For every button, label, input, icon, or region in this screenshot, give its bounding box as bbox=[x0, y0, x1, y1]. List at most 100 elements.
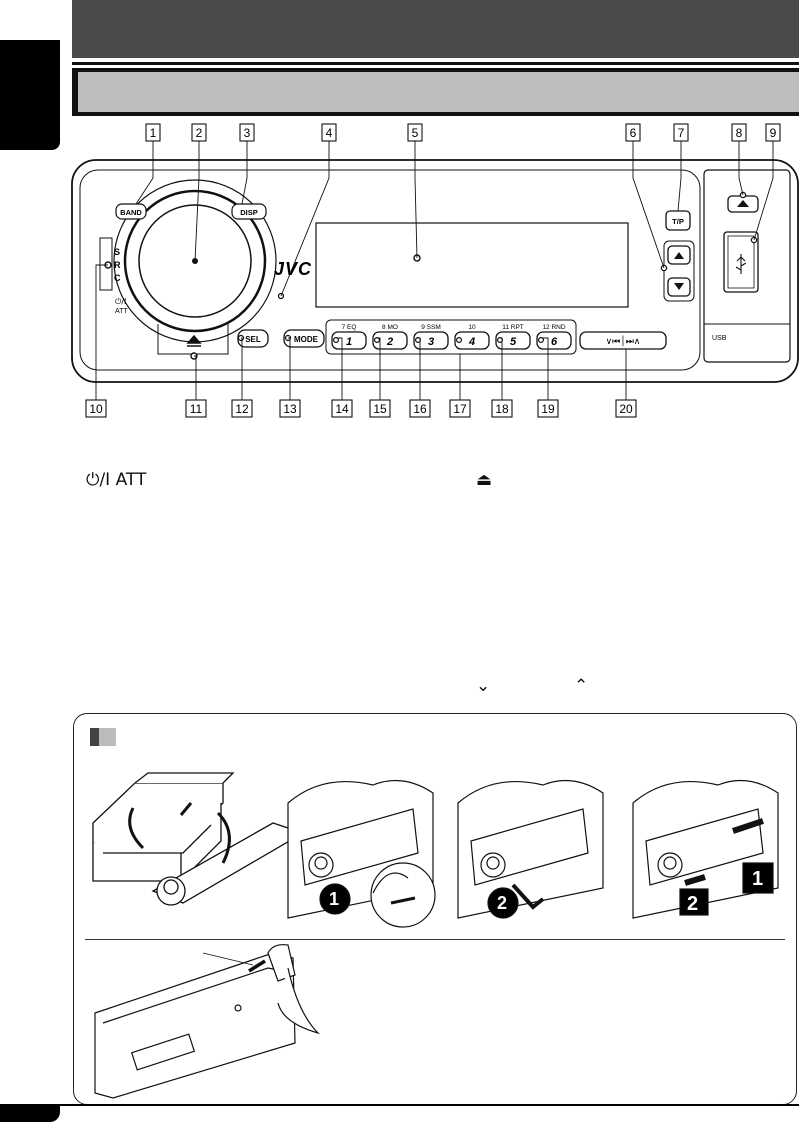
jvc-logo: JVC bbox=[274, 259, 312, 279]
src-letter-r: R bbox=[114, 260, 121, 270]
preset-number: 2 bbox=[386, 336, 393, 348]
chevron-up-icon: ⌃ bbox=[574, 676, 589, 696]
callout-12: 12 bbox=[231, 399, 253, 418]
preset-number: 4 bbox=[468, 336, 475, 348]
svg-text:12: 12 bbox=[235, 402, 249, 416]
preset-buttons: 1 7 EQ 2 8 MO 3 9 SSM 4 10 5 11 RPT 6 12 RND bbox=[331, 324, 572, 350]
preset-button-4[interactable]: 4 10 bbox=[454, 324, 490, 350]
preset-button-3[interactable]: 3 9 SSM bbox=[413, 324, 449, 350]
callout-15: 15 bbox=[369, 399, 391, 418]
faceplate-inner bbox=[79, 169, 701, 371]
detach-illustrations: 1 2 1 2 bbox=[92, 772, 779, 1099]
step3-badge-1: 1 bbox=[752, 868, 763, 890]
callout-20: 20 bbox=[615, 399, 637, 418]
band-label: BAND bbox=[120, 208, 142, 217]
faceplate-outline bbox=[71, 159, 799, 383]
mode-button[interactable] bbox=[283, 329, 325, 348]
preset-function-label: 11 RPT bbox=[502, 324, 524, 331]
preset-button-5[interactable]: 5 11 RPT bbox=[495, 324, 531, 350]
band-button[interactable] bbox=[115, 203, 147, 220]
callout-13: 13 bbox=[279, 399, 301, 418]
sel-label: SEL bbox=[245, 335, 261, 344]
triangle-down-icon bbox=[674, 283, 684, 290]
step3-illustration bbox=[632, 779, 779, 919]
step3-badge-2: 2 bbox=[687, 893, 698, 915]
callout-5: 5 bbox=[407, 123, 423, 142]
eject-symbol: ⏏ bbox=[476, 470, 493, 490]
disp-button[interactable] bbox=[231, 203, 267, 220]
callout-1: 1 bbox=[145, 123, 161, 142]
svg-text:2: 2 bbox=[196, 126, 203, 140]
power-label: ⏻/I bbox=[115, 297, 126, 306]
eject-icon[interactable] bbox=[186, 334, 202, 347]
svg-text:15: 15 bbox=[373, 402, 387, 416]
section-divider bbox=[85, 939, 785, 940]
page-number-tab bbox=[0, 1104, 60, 1122]
svg-text:4: 4 bbox=[326, 126, 333, 140]
step1-badge: 1 bbox=[329, 889, 339, 909]
faceplate-back-illustration bbox=[94, 944, 321, 1099]
callout-14: 14 bbox=[331, 399, 353, 418]
svg-text:16: 16 bbox=[413, 402, 427, 416]
triangle-up-icon bbox=[674, 252, 684, 259]
case-illustration bbox=[92, 772, 305, 906]
step2-illustration bbox=[457, 779, 604, 919]
svg-text:9: 9 bbox=[770, 126, 777, 140]
callout-4: 4 bbox=[321, 123, 337, 142]
svg-text:18: 18 bbox=[495, 402, 509, 416]
tp-label: T/P bbox=[672, 217, 684, 226]
svg-text:3: 3 bbox=[244, 126, 251, 140]
svg-text:11: 11 bbox=[190, 402, 203, 416]
title-bar bbox=[72, 0, 799, 58]
svg-text:5: 5 bbox=[412, 126, 419, 140]
callout-3: 3 bbox=[239, 123, 255, 142]
preset-function-label: 8 MO bbox=[382, 324, 398, 331]
title-rule bbox=[72, 62, 799, 65]
callout-18: 18 bbox=[491, 399, 513, 418]
preset-number: 1 bbox=[346, 336, 352, 348]
section-marker-icon bbox=[90, 728, 116, 746]
preset-function-label: 9 SSM bbox=[421, 324, 441, 331]
callout-19: 19 bbox=[537, 399, 559, 418]
preset-number: 5 bbox=[510, 336, 517, 348]
preset-function-label: 7 EQ bbox=[342, 324, 357, 331]
svg-text:1: 1 bbox=[150, 126, 157, 140]
callout-leaders bbox=[95, 141, 774, 400]
step1-illustration bbox=[287, 779, 436, 928]
svg-text:8: 8 bbox=[736, 126, 743, 140]
svg-text:7: 7 bbox=[678, 126, 685, 140]
svg-text:13: 13 bbox=[283, 402, 297, 416]
display-window bbox=[315, 222, 629, 308]
preset-function-label: 12 RND bbox=[542, 324, 565, 331]
callout-11: 11 bbox=[185, 399, 207, 418]
preset-number: 3 bbox=[428, 336, 434, 348]
usb-section bbox=[703, 169, 791, 363]
callout-10: 10 bbox=[85, 399, 107, 418]
att-label: ATT bbox=[115, 308, 128, 315]
callout-8: 8 bbox=[731, 123, 747, 142]
src-letter-c: C bbox=[114, 273, 121, 283]
svg-text:6: 6 bbox=[630, 126, 637, 140]
subtitle-bar bbox=[78, 72, 799, 112]
preset-button-6[interactable]: 6 12 RND bbox=[536, 324, 572, 350]
footer-rule bbox=[0, 1104, 799, 1106]
usb-label: USB bbox=[712, 335, 727, 342]
svg-text:19: 19 bbox=[541, 402, 555, 416]
svg-text:10: 10 bbox=[89, 402, 103, 416]
callout-17: 17 bbox=[449, 399, 471, 418]
preset-button-1[interactable]: 1 7 EQ bbox=[331, 324, 367, 350]
preset-function-label: 10 bbox=[468, 324, 476, 331]
src-letter-s: S bbox=[114, 247, 120, 257]
preset-button-2[interactable]: 2 8 MO bbox=[372, 324, 408, 350]
step2-badge: 2 bbox=[497, 893, 507, 913]
svg-text:20: 20 bbox=[619, 402, 633, 416]
preset-number: 6 bbox=[551, 336, 558, 348]
callout-7: 7 bbox=[673, 123, 689, 142]
language-side-tab bbox=[0, 40, 60, 150]
callout-6: 6 bbox=[625, 123, 641, 142]
disp-label: DISP bbox=[240, 208, 258, 217]
seek-label: ∨⏮│⏭∧ bbox=[606, 335, 641, 347]
bottom-callouts: 10 11 12 13 14 15 16 17 18 19 20 bbox=[85, 399, 637, 418]
svg-text:14: 14 bbox=[335, 402, 349, 416]
callout-9: 9 bbox=[765, 123, 781, 142]
